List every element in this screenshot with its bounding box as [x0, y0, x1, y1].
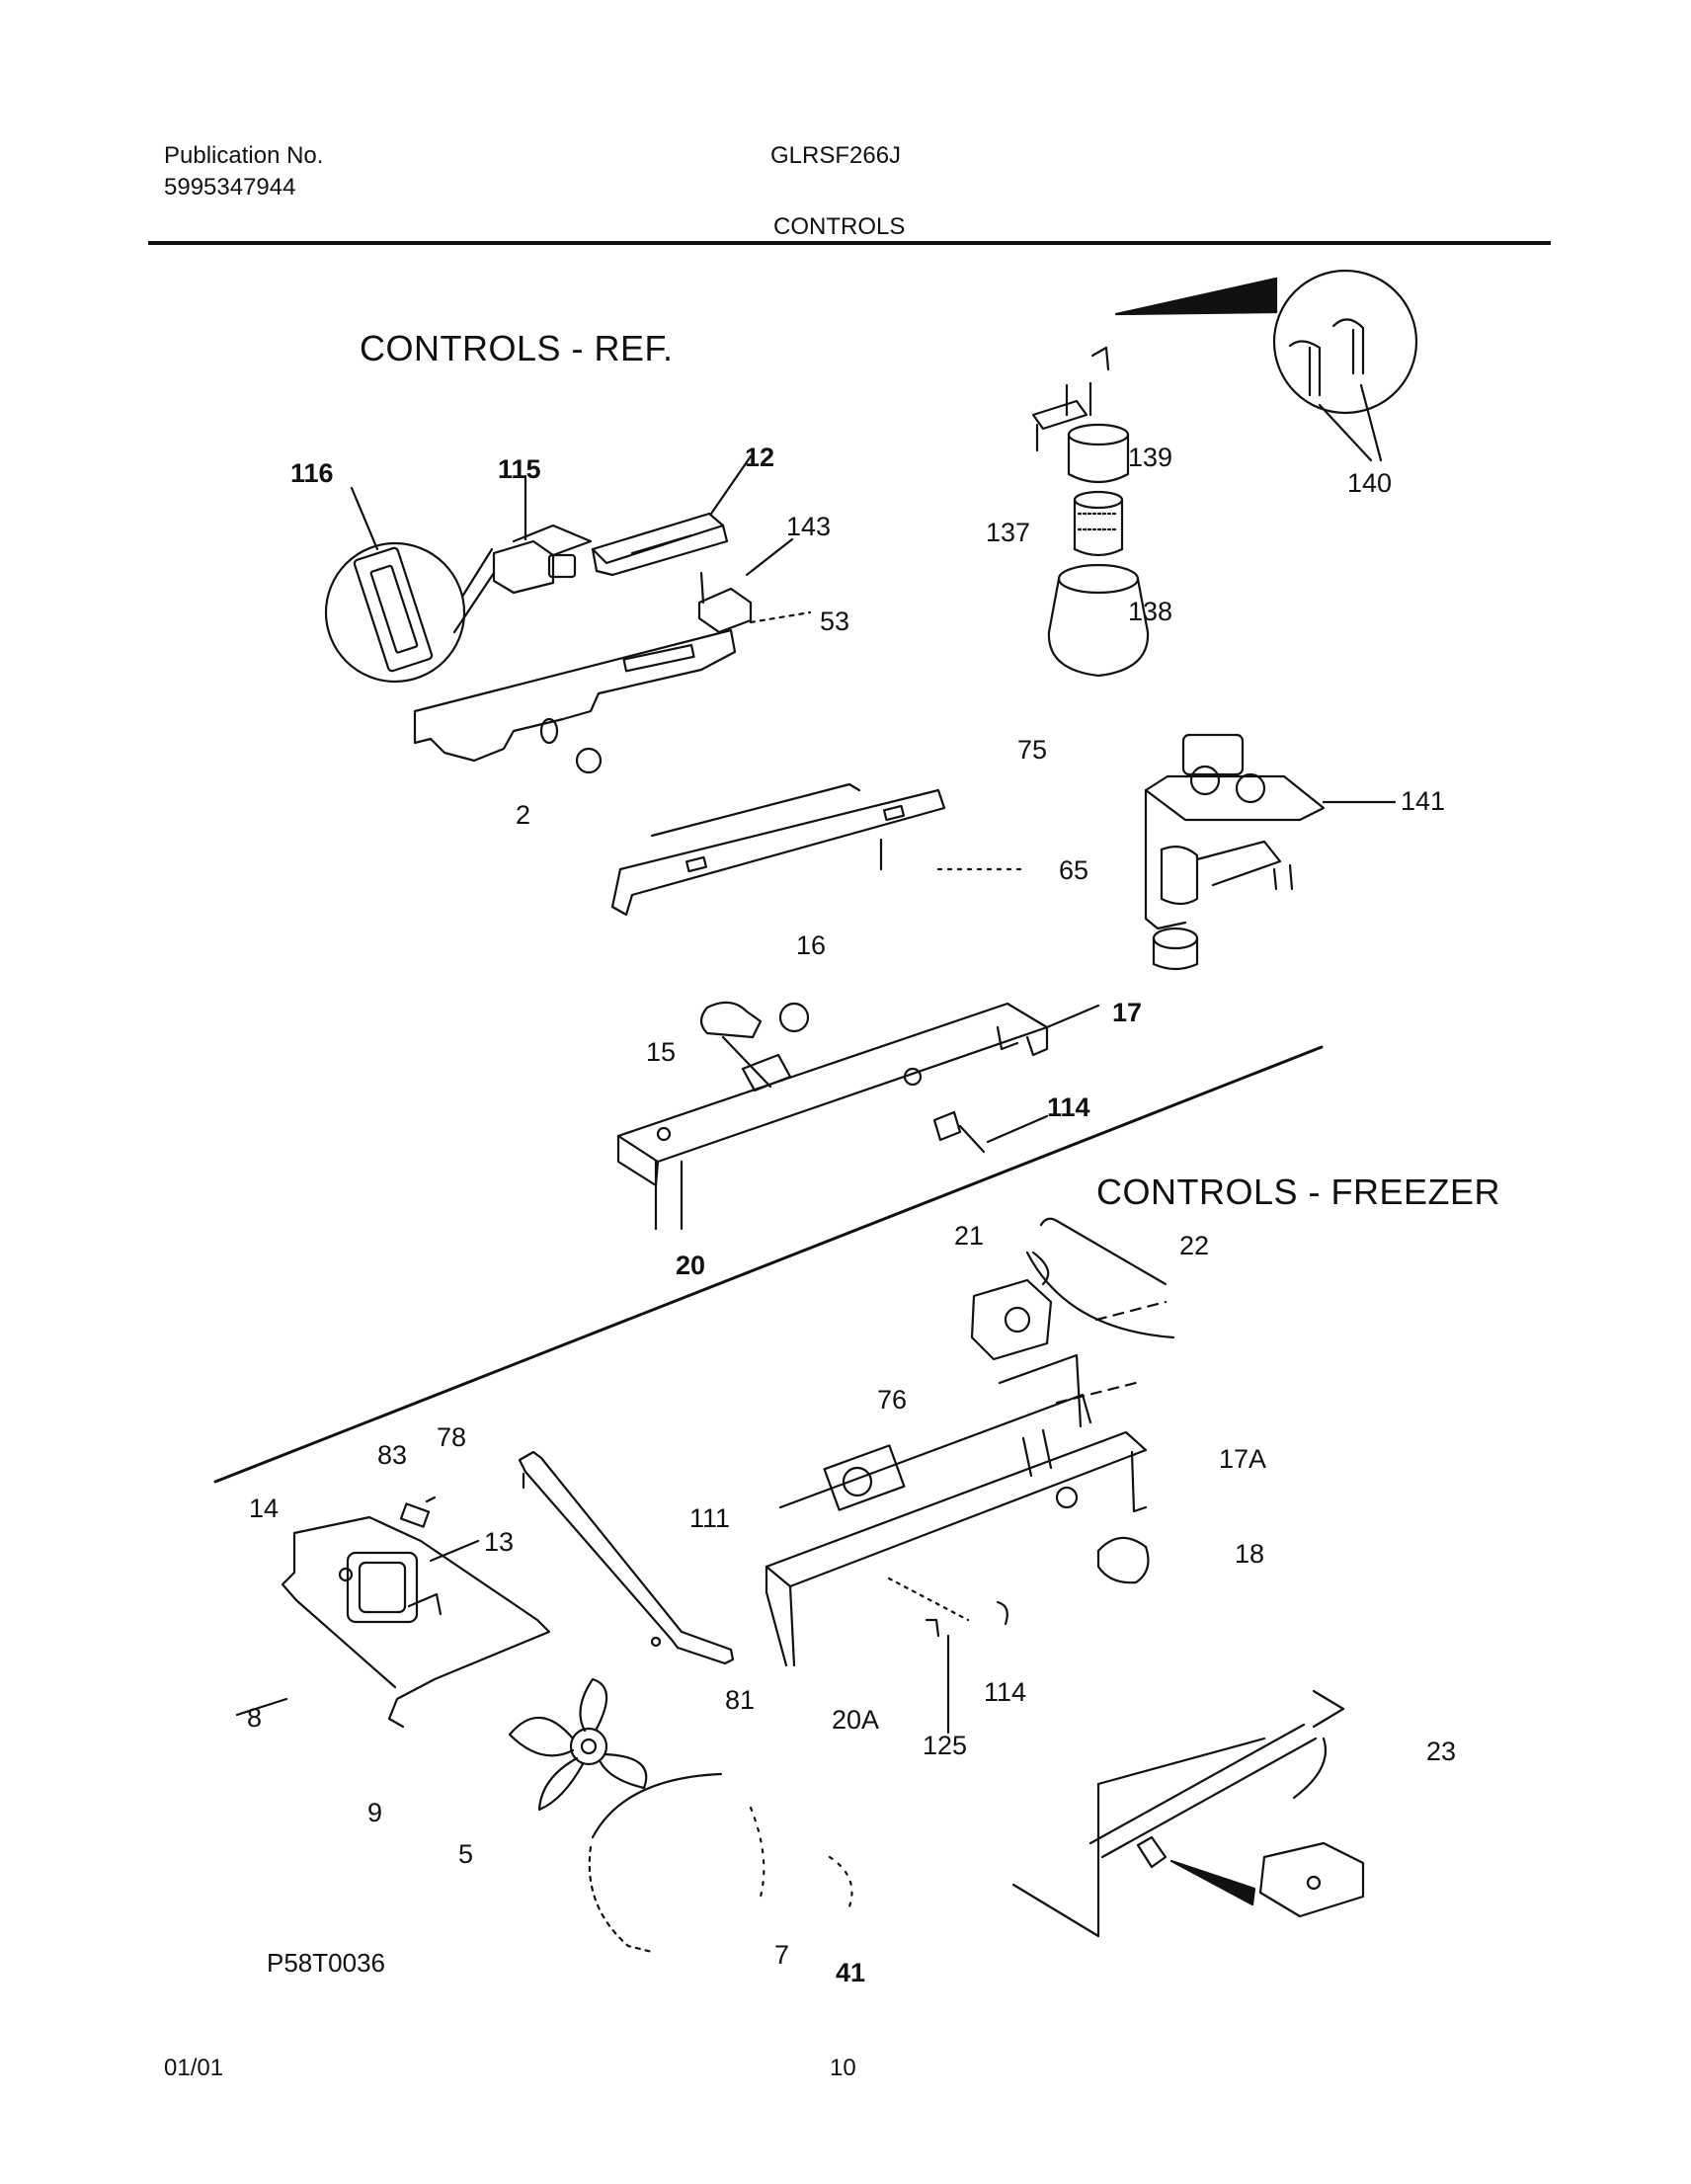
callout-65: 65: [1059, 855, 1089, 885]
callout-21: 21: [954, 1221, 985, 1251]
callout-115: 115: [498, 454, 541, 484]
section-name: CONTROLS: [773, 213, 906, 240]
part-21-thermostat: [972, 1253, 1051, 1359]
part-115-switch: [494, 476, 591, 593]
callout-81: 81: [725, 1685, 756, 1715]
part-53-panel: [415, 612, 810, 772]
header-rule: [148, 241, 1551, 245]
callout-137: 137: [986, 518, 1031, 547]
part-5-fan-blade: [510, 1679, 646, 1810]
callout-75: 75: [1017, 735, 1048, 765]
callout-17: 17: [1112, 998, 1143, 1027]
part-12-housing: [593, 456, 751, 575]
callout-2: 2: [516, 800, 531, 830]
callout-76: 76: [877, 1385, 908, 1415]
ref-section-title: CONTROLS - REF.: [360, 328, 674, 368]
callout-111: 111: [689, 1503, 731, 1533]
callout-9: 9: [367, 1798, 383, 1827]
part-17A-freezer-housing: [766, 1355, 1146, 1665]
callout-41: 41: [836, 1958, 866, 1987]
callout-125: 125: [923, 1731, 968, 1760]
part-16-bracket: [612, 784, 1027, 915]
freezer-section-title: CONTROLS - FREEZER: [1096, 1172, 1501, 1212]
callout-139: 139: [1128, 443, 1173, 472]
callout-20: 20: [676, 1251, 706, 1280]
part-23-evaporator-cover: [1013, 1691, 1363, 1936]
callout-78: 78: [437, 1422, 467, 1452]
callout-8: 8: [247, 1703, 263, 1733]
model-number: GLRSF266J: [770, 142, 902, 169]
part-139-filter-head: [1033, 348, 1128, 482]
part-15-lamp: [701, 1003, 808, 1087]
callout-114-freezer: 114: [984, 1677, 1027, 1707]
callout-116: 116: [290, 458, 334, 488]
callout-12: 12: [745, 443, 775, 472]
callout-13: 13: [484, 1527, 515, 1557]
callout-23: 23: [1426, 1737, 1457, 1766]
callout-7: 7: [774, 1940, 790, 1970]
part-137-filter-cartridge: [1075, 492, 1122, 555]
part-17-light-housing: [618, 1004, 1098, 1229]
callout-143: 143: [786, 512, 832, 541]
footer-date: 01/01: [164, 2055, 224, 2081]
section-divider: [215, 1047, 1322, 1482]
callout-14: 14: [249, 1494, 280, 1523]
callout-15: 15: [646, 1037, 677, 1067]
part-140-fittings-detail: [1116, 271, 1416, 460]
callout-140: 140: [1347, 468, 1393, 498]
publication-label: Publication No.: [164, 142, 324, 169]
callout-138: 138: [1128, 597, 1173, 626]
callout-22: 22: [1179, 1231, 1210, 1260]
callout-83: 83: [377, 1440, 408, 1470]
callout-114-ref: 114: [1047, 1092, 1090, 1122]
part-138-filter-bowl: [1049, 565, 1148, 676]
part-114-ref-switch: [934, 1112, 1047, 1152]
part-116-gasket-detail: [326, 488, 494, 682]
part-14-motor-bracket: [237, 1497, 549, 1727]
part-114-freezer-switch: [889, 1578, 1007, 1733]
part-111-air-duct: [520, 1452, 733, 1663]
callout-16: 16: [796, 930, 827, 960]
callout-20A: 20A: [832, 1705, 880, 1735]
part-22-capillary-tube: [1027, 1219, 1173, 1403]
callout-17A: 17A: [1219, 1444, 1267, 1474]
callout-5: 5: [458, 1839, 474, 1869]
part-143-clip: [699, 539, 792, 632]
part-141-water-valve: [1146, 735, 1395, 969]
publication-number: 5995347944: [164, 174, 296, 201]
callout-53: 53: [820, 607, 850, 636]
part-7-fan-shroud: [590, 1774, 852, 1952]
page-number: 10: [830, 2055, 856, 2081]
part-18-knob: [1098, 1538, 1148, 1582]
drawing-code: P58T0036: [267, 1948, 385, 1978]
callout-141: 141: [1401, 786, 1446, 816]
callout-18: 18: [1235, 1539, 1265, 1569]
